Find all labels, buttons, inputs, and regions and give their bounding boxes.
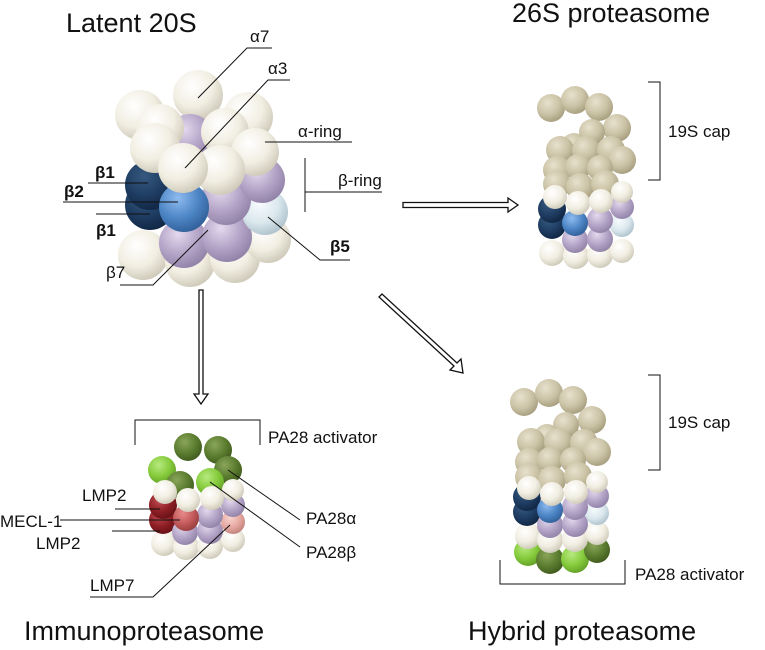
pa28-activator-label-immuno: PA28 activator	[268, 428, 378, 447]
mecl1-label: MECL-1	[0, 512, 62, 531]
lmp2-top-label: LMP2	[82, 486, 126, 505]
immunoproteasome-annotations: PA28 activator LMP2 MECL-1 LMP2 LMP7 PA2…	[0, 419, 378, 598]
hybrid-annotations: 19S cap PA28 activator	[499, 374, 745, 585]
beta1-top-label: β1	[95, 163, 115, 182]
beta7-label: β7	[106, 263, 125, 282]
19s-cap-label-hybrid: 19S cap	[668, 413, 730, 432]
26s-proteasome-particle	[537, 86, 636, 269]
lmp7-label: LMP7	[90, 576, 134, 595]
alpha3-label: α3	[268, 59, 287, 78]
beta1-bottom-label: β1	[96, 221, 116, 240]
beta-ring-label: β-ring	[338, 171, 382, 190]
immunoproteasome-title: Immunoproteasome	[24, 616, 264, 646]
arrow-to-26s	[402, 196, 520, 214]
beta5-label: β5	[330, 237, 350, 256]
pa28-alpha-label: PA28α	[306, 509, 356, 528]
arrow-to-hybrid	[378, 293, 464, 374]
26s-proteasome-title: 26S proteasome	[512, 0, 710, 28]
arrow-to-immunoproteasome	[192, 289, 210, 406]
immunoproteasome-particle	[148, 433, 245, 560]
hybrid-proteasome-particle	[510, 379, 611, 574]
lmp2-bottom-label: LMP2	[36, 534, 80, 553]
latent-20s-particle	[115, 70, 291, 287]
latent-20s-annotations: α7 α3 α-ring β-ring β1 β2 β1 β7 β5	[63, 27, 382, 286]
pa28-activator-label-hybrid: PA28 activator	[635, 565, 745, 584]
beta2-label: β2	[64, 182, 84, 201]
pa28-beta-label: PA28β	[306, 543, 356, 562]
hybrid-proteasome-title: Hybrid proteasome	[468, 616, 696, 646]
latent-20s-title: Latent 20S	[66, 8, 197, 38]
26s-cap-annotation: 19S cap	[648, 81, 730, 181]
alpha7-label: α7	[250, 27, 269, 46]
alpha-ring-label: α-ring	[298, 122, 342, 141]
19s-cap-label-26s: 19S cap	[668, 122, 730, 141]
